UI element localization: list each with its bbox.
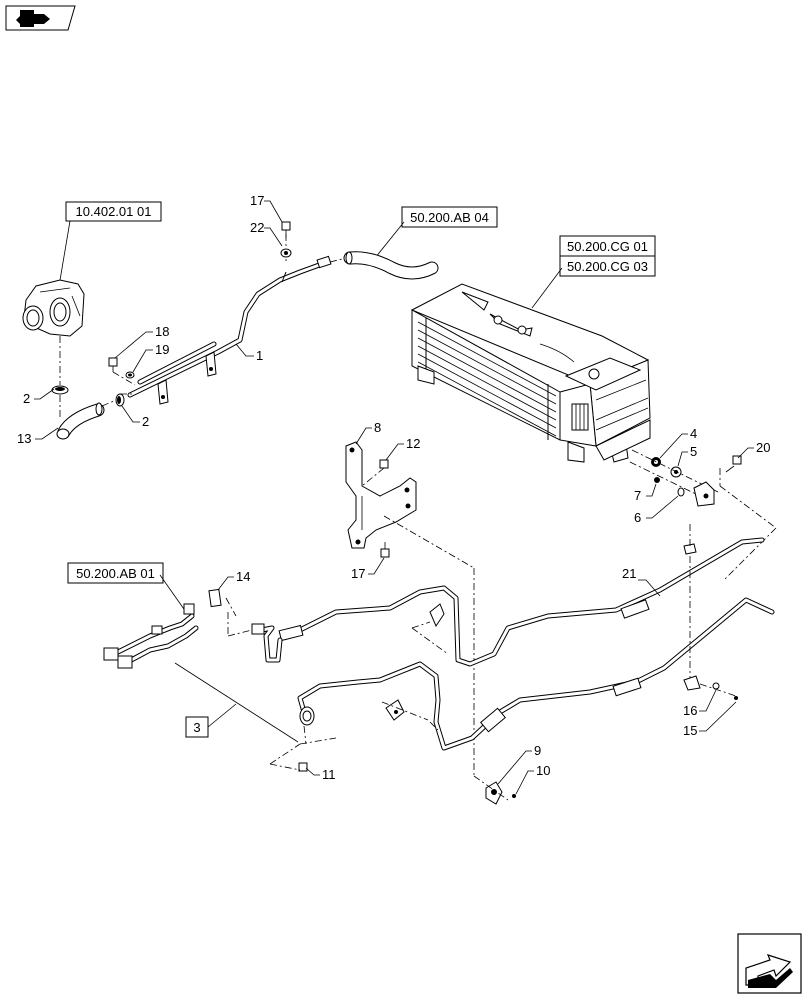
callout-7: 7 [634,483,657,503]
svg-text:10: 10 [536,763,550,778]
callout-13: 13 [17,427,59,446]
reference-box-10-402-01-01[interactable]: 10.402.01 01 [65,201,162,222]
callout-4: 4 [659,426,697,459]
pipe-clip-lower-left [385,699,405,721]
svg-text:18: 18 [155,324,169,339]
callout-16: 16 [683,689,717,718]
steel-coolant-pipe-1 [127,255,332,405]
pipe-clip-upper-left [429,603,445,628]
washer-5 [670,466,682,478]
bolt-20 [725,455,742,473]
bolt-11 [298,762,308,772]
svg-text:14: 14 [236,569,250,584]
callout-2-right: 2 [121,405,149,429]
mounting-bracket-8 [345,441,417,549]
sleeve-14 [208,588,222,608]
svg-text:16: 16 [683,703,697,718]
coolant-hose-upper [343,251,439,280]
bolt-10 [512,794,516,798]
callout-20: 20 [737,440,770,459]
hose-clamp-right [115,393,125,407]
reference-box-3[interactable]: 3 [185,716,209,738]
callout-15: 15 [683,701,737,738]
callout-11: 11 [305,767,336,782]
callout-22: 22 [250,220,283,247]
bolt-7 [654,477,660,483]
svg-text:11: 11 [322,767,336,782]
reference-label: 50.200.AB 04 [410,210,489,225]
callout-10: 10 [515,763,550,795]
reference-label: 50.200.CG 01 [567,239,648,254]
bolt-18 [108,357,118,372]
washer-22 [280,248,292,258]
reference-label: 10.402.01 01 [76,204,152,219]
svg-text:1: 1 [256,348,263,363]
svg-text:13: 13 [17,431,31,446]
parts-catalog-icon[interactable] [5,5,76,31]
svg-text:2: 2 [23,391,30,406]
callout-5: 5 [677,444,697,467]
reference-box-50-200-ab-01[interactable]: 50.200.AB 01 [67,562,164,584]
callout-21: 21 [622,566,661,597]
svg-text:21: 21 [622,566,636,581]
svg-text:17: 17 [351,566,365,581]
callout-9: 9 [497,743,541,785]
heater-box [410,283,651,463]
coolant-hose-13 [56,402,105,440]
callout-1: 1 [235,343,263,363]
bolt-17-lower [380,542,390,558]
callout-2-left: 2 [23,388,55,406]
reference-label: 50.200.AB 01 [76,566,155,581]
svg-text:8: 8 [374,420,381,435]
valve-body [22,279,85,337]
callout-17-top: 17 [250,193,283,223]
callout-17-lower: 17 [351,557,385,581]
pipe-clip-9 [485,781,503,805]
callout-12: 12 [385,436,420,461]
svg-text:5: 5 [690,444,697,459]
coolant-pipe-21-lower [297,597,775,751]
callout-6: 6 [634,495,679,525]
heater-valve-hoses [103,603,199,669]
coolant-pipe-21-upper [251,537,765,667]
callout-19: 19 [132,342,169,373]
svg-text:4: 4 [690,426,697,441]
reference-label: 3 [193,720,200,735]
washer-6 [677,487,685,497]
svg-text:17: 17 [250,193,264,208]
svg-text:6: 6 [634,510,641,525]
svg-text:9: 9 [534,743,541,758]
washer-16 [712,682,720,690]
svg-text:2: 2 [142,414,149,429]
svg-text:12: 12 [406,436,420,451]
svg-text:19: 19 [155,342,169,357]
callout-8: 8 [355,420,381,445]
pipe-bracket-right [693,481,715,507]
reference-box-50-200-ab-04[interactable]: 50.200.AB 04 [401,206,498,228]
bolt-17-top [281,221,291,238]
hose-clamp-left [51,385,69,395]
svg-text:7: 7 [634,488,641,503]
svg-text:22: 22 [250,220,264,235]
reference-box-50-200-cg-01[interactable]: 50.200.CG 01 [559,235,656,257]
reference-box-50-200-cg-03[interactable]: 50.200.CG 03 [559,255,656,277]
bolt-15 [734,696,738,700]
washer-19 [125,371,135,379]
svg-text:15: 15 [683,723,697,738]
callout-18: 18 [114,324,169,359]
svg-text:20: 20 [756,440,770,455]
callout-14: 14 [217,569,250,591]
reference-label: 50.200.CG 03 [567,259,648,274]
bolt-12 [379,459,389,469]
next-page-arrow-icon[interactable] [737,933,802,994]
pipe-clip-upper-right [683,543,697,555]
